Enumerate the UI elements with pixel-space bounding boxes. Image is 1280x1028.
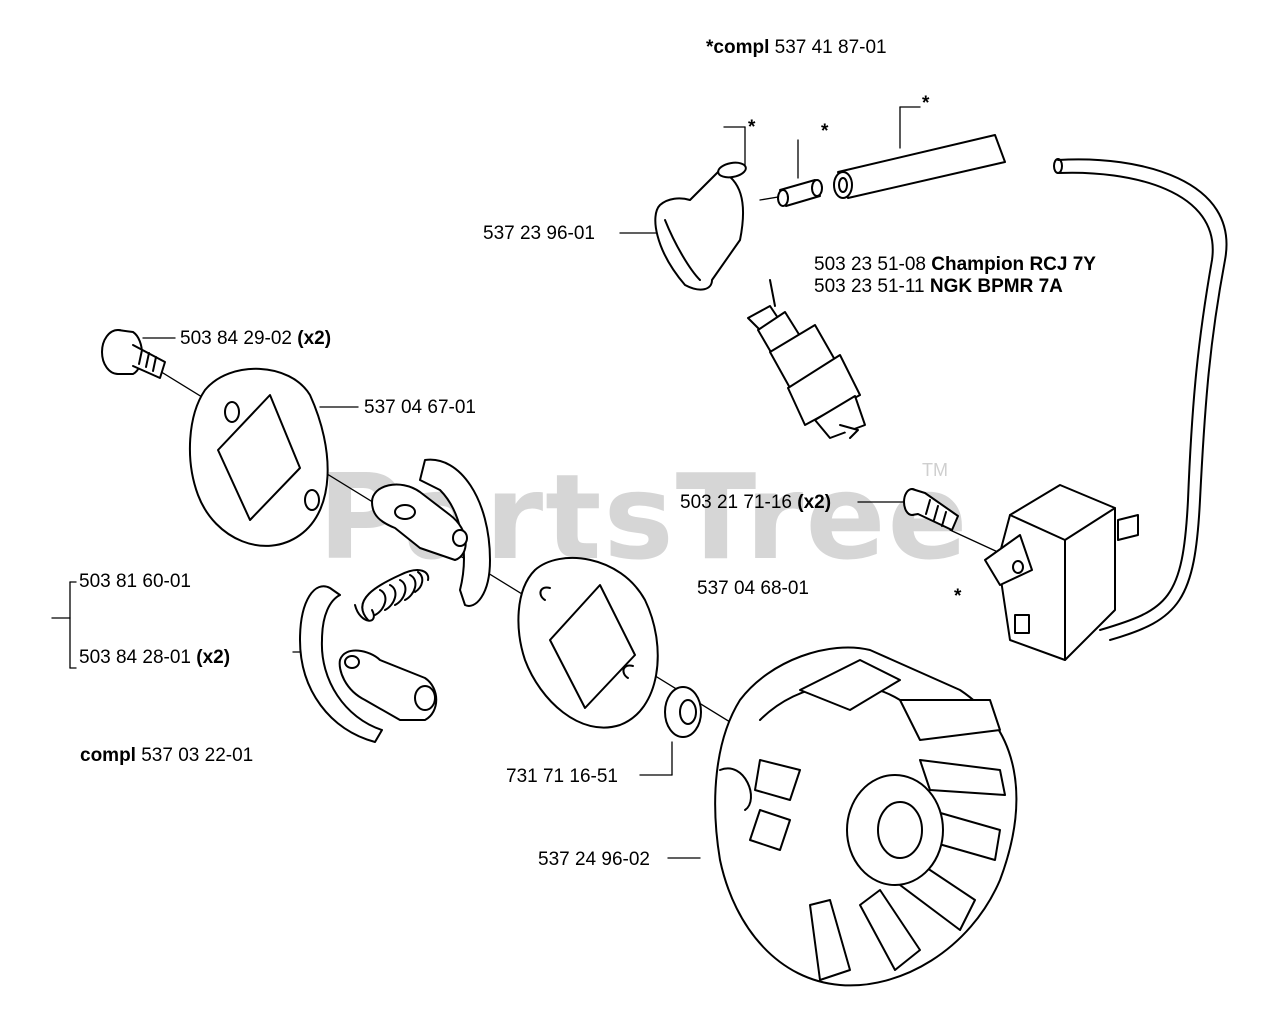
label-flywheel: 537 24 96-02 — [538, 849, 650, 870]
star-marker-1: * — [748, 117, 756, 138]
clutch-plate-1 — [189, 367, 329, 547]
star-marker-2: * — [821, 121, 829, 142]
label-bolt-top: 503 84 29-02 (x2) — [180, 328, 331, 350]
label-ignition-compl-part: 537 41 87-01 — [774, 37, 887, 58]
label-spring: 503 81 60-01 — [79, 571, 191, 592]
label-spark-plug-1: 503 23 51-08 Champion RCJ 7Y — [814, 254, 1096, 276]
ignition-lead-wire — [1053, 158, 1228, 641]
label-spark-plug-1-part: 503 23 51-08 — [814, 254, 926, 275]
label-coil-screw: 503 21 71-16 (x2) — [680, 492, 831, 514]
label-spark-plug-2-part: 503 23 51-11 — [814, 276, 925, 297]
label-spark-plug-1-name: Champion RCJ 7Y — [931, 254, 1096, 275]
label-ignition-compl: *compl 537 41 87-01 — [706, 37, 887, 59]
label-spark-plug-2-name: NGK BPMR 7A — [929, 276, 1063, 297]
label-coil-screw-qty: (x2) — [797, 492, 832, 513]
clutch-spring — [354, 569, 430, 622]
star-marker-3: * — [922, 93, 930, 114]
label-plate-1: 537 04 67-01 — [364, 397, 476, 418]
label-clutch-compl-part: 537 03 22-01 — [141, 745, 254, 766]
label-shoe: 503 84 28-01 (x2) — [79, 647, 230, 669]
label-ignition-compl-prefix: *compl — [706, 37, 770, 58]
connector-sleeve — [777, 179, 823, 207]
ignition-hose — [833, 134, 1006, 199]
spark-plug-cap — [654, 161, 747, 291]
label-spark-plug-cap: 537 23 96-01 — [483, 223, 595, 244]
flywheel — [714, 646, 1018, 987]
label-spark-plug-2: 503 23 51-11 NGK BPMR 7A — [814, 276, 1063, 298]
trademark-mark: TM — [922, 460, 948, 480]
label-plate-2: 537 04 68-01 — [697, 578, 809, 599]
label-clutch-compl-prefix: compl — [80, 745, 136, 766]
clutch-shoe-upper — [371, 458, 491, 607]
coil-screw — [903, 488, 959, 531]
ignition-module — [984, 484, 1139, 661]
bolt-top — [101, 329, 166, 379]
label-coil-screw-part: 503 21 71-16 — [680, 492, 792, 513]
label-shoe-part: 503 84 28-01 — [79, 647, 191, 668]
clutch-plate-2 — [517, 556, 659, 729]
label-shoe-qty: (x2) — [196, 647, 231, 668]
label-bolt-top-qty: (x2) — [297, 328, 332, 349]
label-washer: 731 71 16-51 — [506, 766, 618, 787]
clutch-shoe-lower — [299, 585, 438, 743]
label-bolt-top-part: 503 84 29-02 — [180, 328, 292, 349]
label-clutch-compl: compl 537 03 22-01 — [80, 745, 253, 767]
spark-plug — [747, 279, 866, 439]
washer — [664, 686, 702, 738]
star-marker-4: * — [954, 586, 962, 607]
